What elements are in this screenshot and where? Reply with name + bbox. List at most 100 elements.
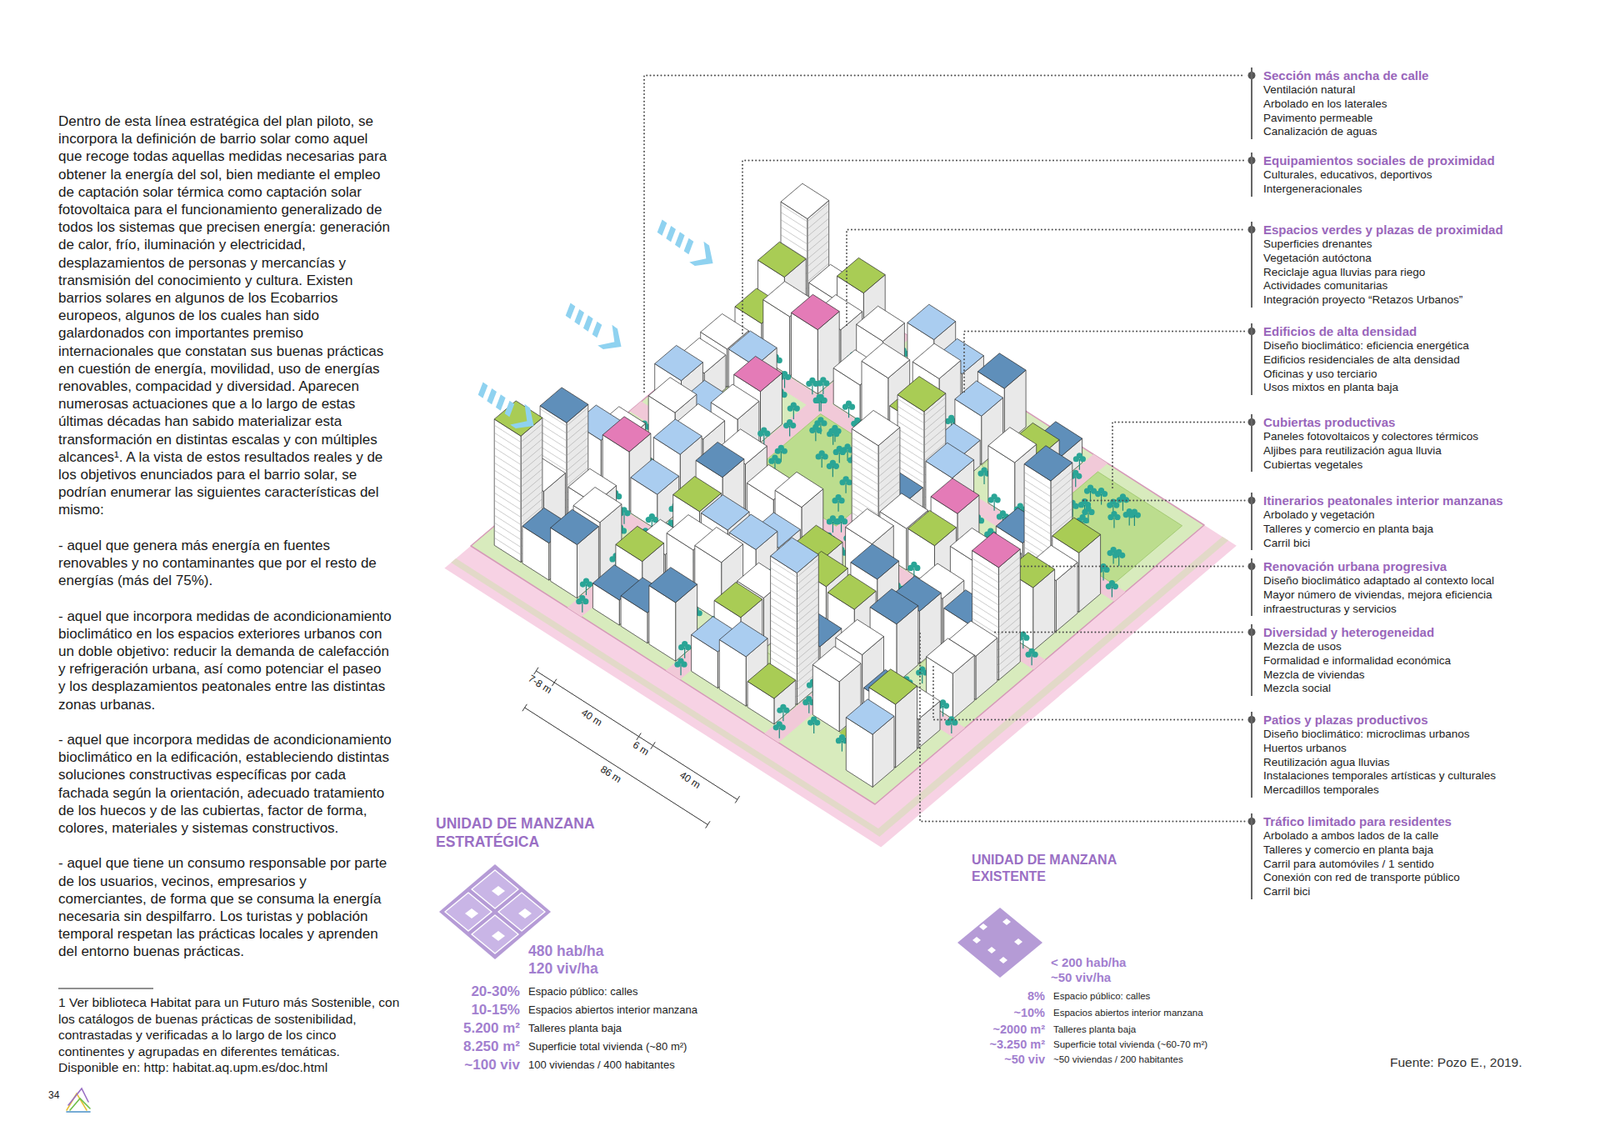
floor-line — [1024, 532, 1051, 550]
callout-item: Reutilización agua lluvias — [1263, 755, 1568, 770]
callout-heading: Edificios de alta densidad — [1263, 323, 1568, 340]
leader-line — [964, 331, 1245, 393]
callout-item: Arbolado en los laterales — [1263, 97, 1568, 112]
callout-item: Carril para automóviles / 1 sentido — [1263, 857, 1568, 872]
tree — [988, 493, 1001, 511]
floor-line — [1050, 500, 1073, 520]
tree-trunk — [1031, 654, 1033, 665]
logo-stroke — [68, 1088, 89, 1105]
building-mark — [999, 956, 1008, 964]
tree-trunk — [1134, 515, 1135, 526]
floor-line — [807, 248, 830, 267]
building-mark — [972, 936, 981, 944]
floor-line — [796, 641, 819, 660]
floor-line — [770, 597, 798, 615]
tree-trunk — [994, 500, 995, 511]
body-paragraph: - aquel que incorpora medidas de acondic… — [58, 607, 392, 714]
tree-trunk — [581, 601, 583, 613]
stat-label: Espacio público: calles — [528, 985, 639, 999]
tree — [773, 720, 786, 739]
dimension-label: 7-8 m — [526, 672, 555, 697]
tree-trunk — [1113, 517, 1115, 529]
density-value: < 200 hab/ha — [1050, 955, 1126, 970]
unit-diamond — [957, 907, 1043, 978]
floor-line — [998, 571, 1020, 590]
building-roof — [648, 377, 697, 413]
building-roof — [835, 619, 885, 655]
tree-trunk — [763, 433, 765, 445]
tree-trunk — [779, 727, 780, 739]
stat-value: 8% — [1027, 989, 1045, 1004]
floor-line — [1024, 480, 1051, 497]
tree-crown — [1109, 580, 1115, 586]
tree-trunk — [1111, 586, 1113, 598]
tree-trunk — [684, 647, 685, 659]
callout-box: Sección más ancha de calleVentilación na… — [1250, 67, 1568, 140]
tree — [678, 640, 691, 659]
wind-arrows — [471, 215, 720, 436]
density-value: 120 viv/ha — [528, 960, 599, 978]
floor-line — [897, 450, 925, 468]
floor-line — [540, 431, 567, 449]
stat-label: ~50 viviendas / 200 habitantes — [1053, 1054, 1184, 1066]
tree-crown — [817, 416, 824, 423]
callout-item: Superficies drenantes — [1263, 237, 1568, 252]
callout-item: Mezcla social — [1263, 681, 1568, 696]
dimension-label: 40 m — [677, 769, 703, 792]
floor-line — [807, 240, 830, 260]
floor-line — [796, 589, 819, 608]
tree-crown — [1072, 470, 1079, 476]
block-mark — [491, 885, 505, 896]
building — [649, 567, 698, 662]
callout-item: Diseño bioclimático: eficiencia energéti… — [1263, 339, 1568, 354]
tree-crown — [991, 493, 998, 500]
callout-item: Talleres y comercio en planta baja — [1263, 522, 1568, 537]
building-roof — [972, 532, 1021, 568]
building-roof — [734, 355, 783, 391]
floor-line — [566, 430, 589, 449]
tree — [1025, 648, 1039, 666]
building-roof — [988, 427, 1037, 463]
tree-crown — [1098, 487, 1105, 494]
street — [710, 333, 1126, 602]
floor-line — [878, 458, 900, 477]
tree-trunk — [840, 521, 842, 533]
wind-stripe — [562, 302, 578, 319]
floor-line — [1024, 525, 1051, 542]
stat-value: ~100 viv — [464, 1056, 520, 1074]
floor-line — [520, 476, 543, 495]
tree — [1095, 487, 1108, 505]
wind-arrow — [650, 215, 720, 274]
unit-icons — [439, 864, 1043, 978]
floor-line — [878, 473, 900, 492]
tree-trunk — [822, 383, 824, 395]
tree-crown — [579, 595, 585, 601]
tree — [575, 595, 589, 613]
building-roof — [770, 537, 820, 573]
floor-line — [972, 588, 1000, 605]
tree-crown — [830, 427, 836, 434]
density-value: ~50 viv/ha — [1050, 970, 1111, 985]
tree-crown — [649, 513, 655, 520]
stat-value: ~3.250 m² — [989, 1037, 1045, 1052]
tree-crown — [838, 515, 845, 521]
callout-item: Instalaciones temporales artísticas y cu… — [1263, 769, 1568, 784]
tree — [1112, 549, 1125, 567]
building-roof — [897, 376, 946, 412]
wind-stripe — [663, 225, 679, 242]
road-edge — [873, 536, 1229, 837]
leader-line — [1112, 422, 1245, 489]
tree — [674, 658, 687, 676]
floor-line — [520, 454, 543, 473]
tree-crown — [583, 578, 590, 585]
street — [549, 469, 965, 738]
tree-crown — [836, 445, 843, 452]
callout-heading: Equipamientos sociales de proximidad — [1263, 152, 1568, 169]
wind-arrow — [471, 377, 541, 436]
tree-crown — [839, 734, 845, 740]
wind-head — [597, 325, 629, 357]
dimension-label: 6 m — [630, 739, 652, 759]
building-roof — [861, 342, 910, 378]
building-roof — [714, 582, 763, 618]
stat-value: 8.250 m² — [463, 1038, 520, 1055]
